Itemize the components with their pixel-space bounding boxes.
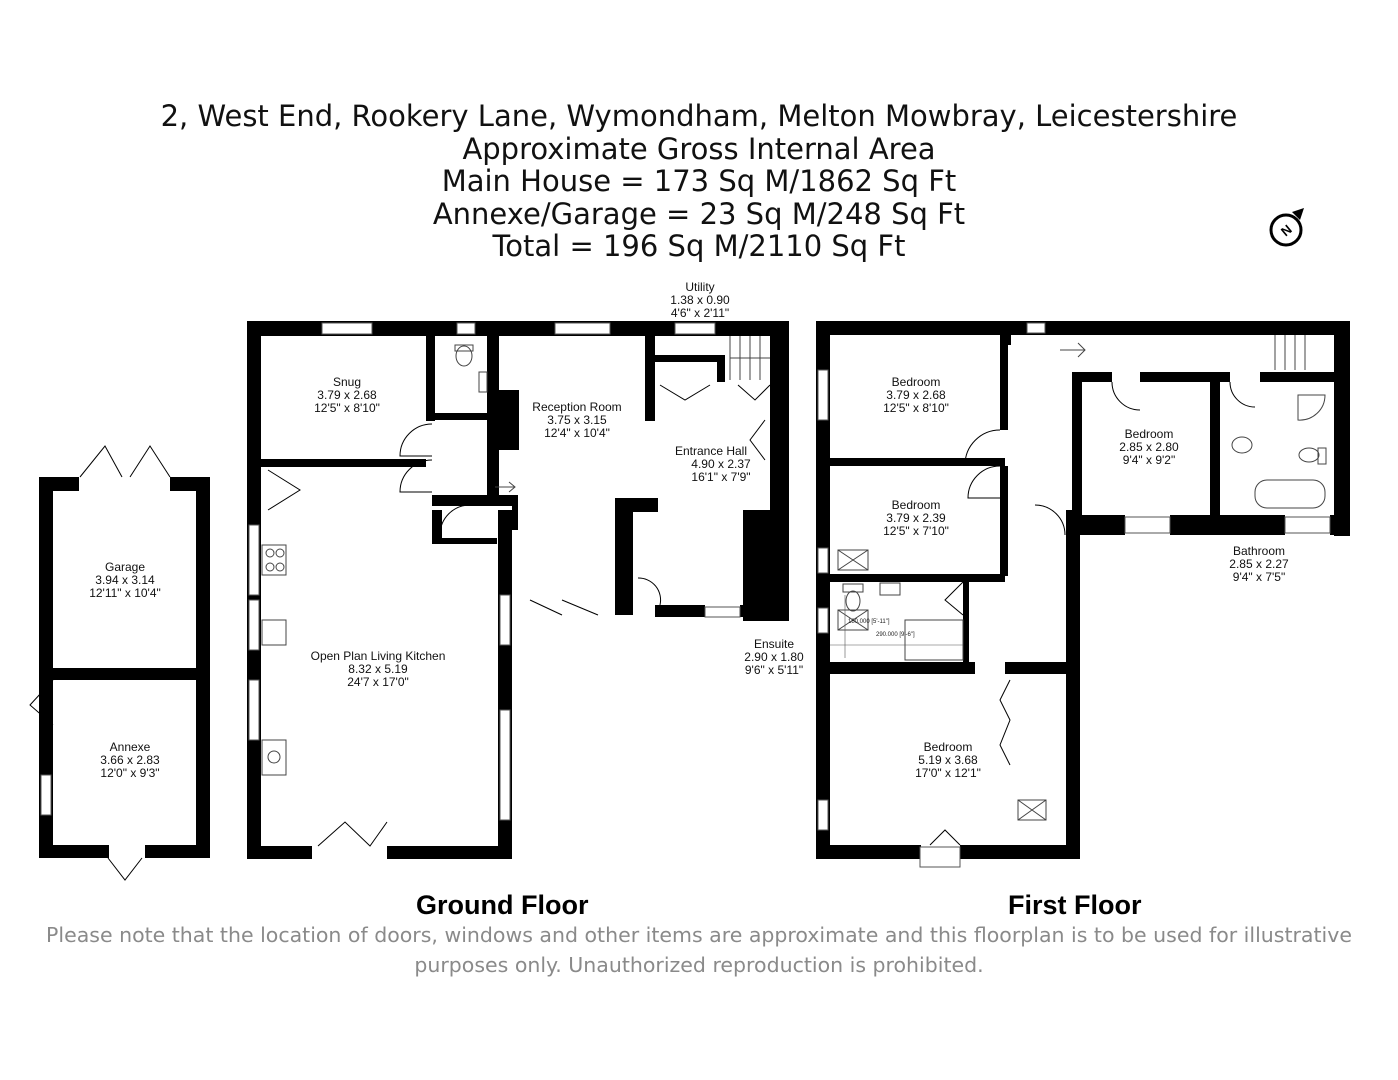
utility-name: Utility (685, 280, 714, 294)
annexe-imperial: 12'0" x 9'3" (100, 766, 159, 780)
windows (40, 322, 1331, 868)
snug-name: Snug (333, 375, 361, 389)
first-floor-title: First Floor (1008, 890, 1142, 920)
ensuite-depth-dim: 180.000 [5'-11"] (848, 619, 890, 625)
total-area: Total = 196 Sq M/2110 Sq Ft (492, 229, 906, 263)
bedroom2-metric: 3.79 x 2.39 (886, 511, 946, 525)
plan-header: 2, West End, Rookery Lane, Wymondham, Me… (0, 100, 1398, 263)
bedroom1-imperial: 12'5" x 8'10" (883, 401, 949, 415)
reception-name: Reception Room (532, 400, 621, 414)
walls (39, 321, 1350, 859)
kitchen-name: Open Plan Living Kitchen (311, 649, 446, 663)
disclaimer: Please note that the location of doors, … (20, 920, 1378, 980)
annexe-name: Annexe (110, 740, 151, 754)
ensuite-imperial: 9'6" x 5'11" (745, 663, 803, 677)
bathroom-metric: 2.85 x 2.27 (1229, 557, 1289, 571)
disclaimer-line-1: Please note that the location of doors, … (46, 923, 1352, 947)
garage-name: Garage (105, 560, 145, 574)
fixtures (261, 344, 1327, 821)
disclaimer-line-2: purposes only. Unauthorized reproduction… (414, 953, 984, 977)
garage-imperial: 12'11" x 10'4" (89, 586, 161, 600)
snug-metric: 3.79 x 2.68 (317, 388, 377, 402)
bathroom-name: Bathroom (1233, 544, 1285, 558)
ground-floor-title: Ground Floor (416, 890, 589, 920)
stairs (495, 335, 1306, 493)
ensuite-name: Ensuite (754, 637, 794, 651)
ensuite-width-dim: 290.000 [9'-6"] (876, 632, 915, 638)
main-house-area: Main House = 173 Sq M/1862 Sq Ft (441, 164, 957, 198)
entrance-metric: 4.90 x 2.37 (691, 457, 751, 471)
area-title: Approximate Gross Internal Area (462, 131, 936, 166)
reception-imperial: 12'4" x 10'4" (544, 426, 610, 440)
ensuite-metric: 2.90 x 1.80 (744, 650, 804, 664)
bedroom4-name: Bedroom (924, 740, 973, 754)
entrance-name: Entrance Hall (675, 444, 747, 458)
bedroom1-metric: 3.79 x 2.68 (886, 388, 946, 402)
utility-metric: 1.38 x 0.90 (670, 293, 730, 307)
north-arrow-icon: N (1269, 208, 1304, 247)
bathroom-imperial: 9'4" x 7'5" (1233, 570, 1285, 584)
bedroom3-name: Bedroom (1125, 427, 1174, 441)
annexe-garage-area: Annexe/Garage = 23 Sq M/248 Sq Ft (432, 196, 966, 231)
bedroom3-metric: 2.85 x 2.80 (1119, 440, 1179, 454)
first-floor-labels: Bedroom 3.79 x 2.68 12'5" x 8'10" Bedroo… (744, 375, 1289, 780)
bedroom3-imperial: 9'4" x 9'2" (1123, 453, 1175, 467)
entrance-imperial: 16'1" x 7'9" (691, 470, 750, 484)
doors (29, 381, 1256, 881)
bedroom2-name: Bedroom (892, 498, 941, 512)
reception-metric: 3.75 x 3.15 (547, 413, 607, 427)
kitchen-imperial: 24'7 x 17'0" (347, 675, 409, 689)
kitchen-metric: 8.32 x 5.19 (348, 662, 408, 676)
ground-floor-labels: Garage 3.94 x 3.14 12'11" x 10'4" Annexe… (89, 280, 751, 780)
property-address: 2, West End, Rookery Lane, Wymondham, Me… (160, 99, 1238, 133)
bedroom4-metric: 5.19 x 3.68 (918, 753, 978, 767)
annexe-metric: 3.66 x 2.83 (100, 753, 160, 767)
snug-imperial: 12'5" x 8'10" (314, 401, 380, 415)
garage-metric: 3.94 x 3.14 (95, 573, 155, 587)
ensuite-dimensions: 180.000 [5'-11"] 290.000 [9'-6"] (830, 595, 963, 658)
bedroom1-name: Bedroom (892, 375, 941, 389)
bedroom4-imperial: 17'0" x 12'1" (915, 766, 981, 780)
bedroom2-imperial: 12'5" x 7'10" (883, 524, 949, 538)
utility-imperial: 4'6" x 2'11" (671, 306, 729, 320)
